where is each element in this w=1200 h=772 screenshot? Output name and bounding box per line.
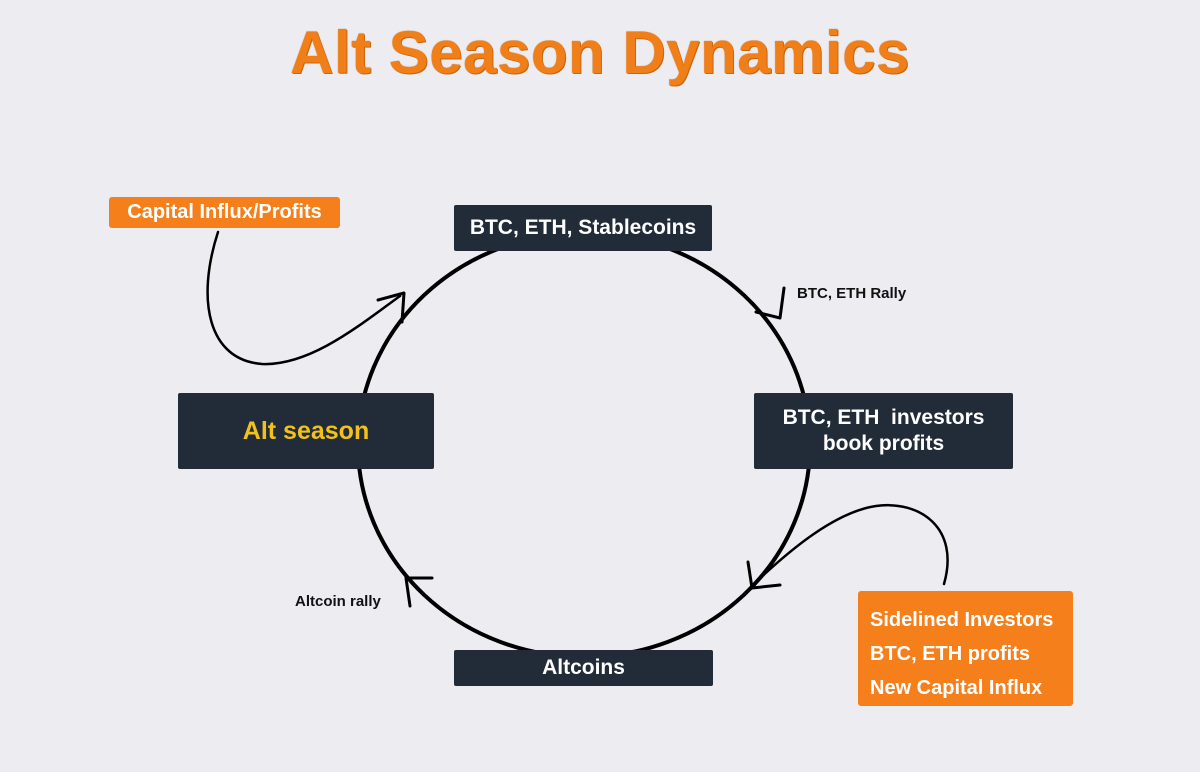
tag-sidelined-line3: New Capital Influx <box>870 677 1043 699</box>
label-altcoin-rally: Altcoin rally <box>295 593 381 610</box>
tag-capital-influx: Capital Influx/Profits <box>109 197 340 228</box>
tag-sidelined-investors: Sidelined Investors BTC, ETH profits New… <box>858 591 1073 706</box>
arrowhead-rally <box>754 286 786 320</box>
capital-influx-connector <box>206 230 402 366</box>
node-alt-season: Alt season <box>178 393 434 469</box>
node-altcoins: Altcoins <box>454 650 713 686</box>
node-btc-eth-stablecoins: BTC, ETH, Stablecoins <box>454 205 712 251</box>
node-investors-book-profits: BTC, ETH investors book profits <box>754 393 1013 469</box>
tag-sidelined-line1: Sidelined Investors <box>870 609 1054 631</box>
arrowhead-upper-left <box>376 291 406 324</box>
diagram-title: Alt Season Dynamics <box>290 19 910 86</box>
arrowhead-lower-right <box>746 560 782 590</box>
node-investors-line2: book profits <box>822 432 945 455</box>
arrowhead-altcoin-rally <box>404 576 434 608</box>
node-investors-line1: BTC, ETH investors <box>782 406 985 429</box>
tag-sidelined-line2: BTC, ETH profits <box>870 643 1030 665</box>
label-btc-eth-rally: BTC, ETH Rally <box>797 285 907 302</box>
sidelined-connector <box>754 503 949 586</box>
